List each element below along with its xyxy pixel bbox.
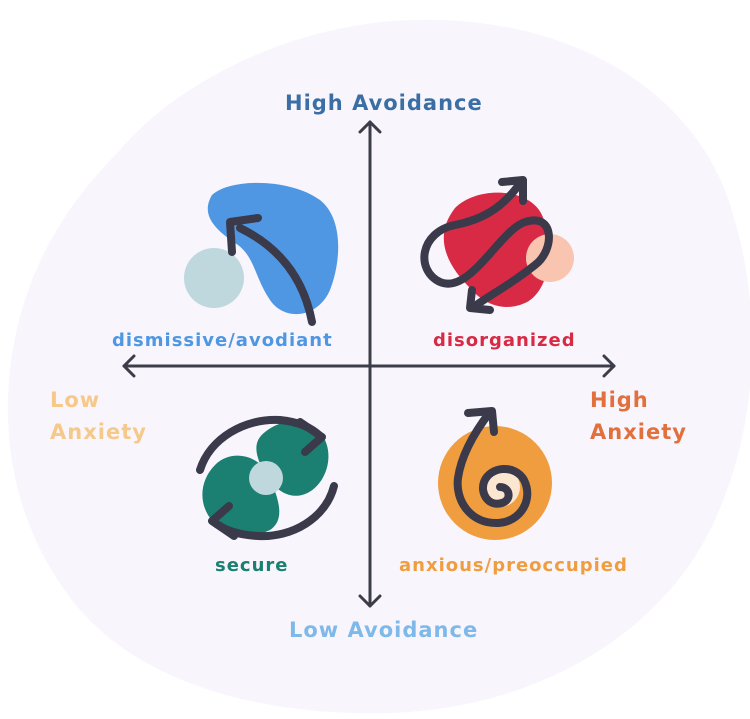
secure-label: secure bbox=[215, 555, 289, 576]
high-avoidance-label: High Avoidance bbox=[285, 91, 483, 115]
high-anxiety-line-1: High bbox=[590, 388, 649, 412]
anxious-preoccupied-label: anxious/preoccupied bbox=[399, 555, 628, 576]
dismissive-icon bbox=[184, 182, 339, 326]
arrow-left-icon bbox=[122, 354, 136, 378]
secure-icon bbox=[196, 415, 338, 541]
anxious-icon bbox=[438, 407, 552, 540]
dismissive-avoidant-label: dismissive/avodiant bbox=[112, 330, 333, 351]
disorganized-label: disorganized bbox=[433, 330, 576, 351]
low-avoidance-label: Low Avoidance bbox=[289, 618, 479, 642]
arrow-up-icon bbox=[358, 120, 382, 134]
low-anxiety-label: Low Anxiety bbox=[50, 384, 147, 448]
low-anxiety-line-1: Low bbox=[50, 388, 101, 412]
high-anxiety-label: High Anxiety bbox=[590, 384, 687, 448]
axes bbox=[122, 120, 616, 608]
arrow-right-icon bbox=[602, 354, 616, 378]
disorganized-icon bbox=[420, 176, 574, 314]
high-anxiety-line-2: Anxiety bbox=[590, 420, 687, 444]
low-anxiety-line-2: Anxiety bbox=[50, 420, 147, 444]
arrow-down-icon bbox=[358, 594, 382, 608]
